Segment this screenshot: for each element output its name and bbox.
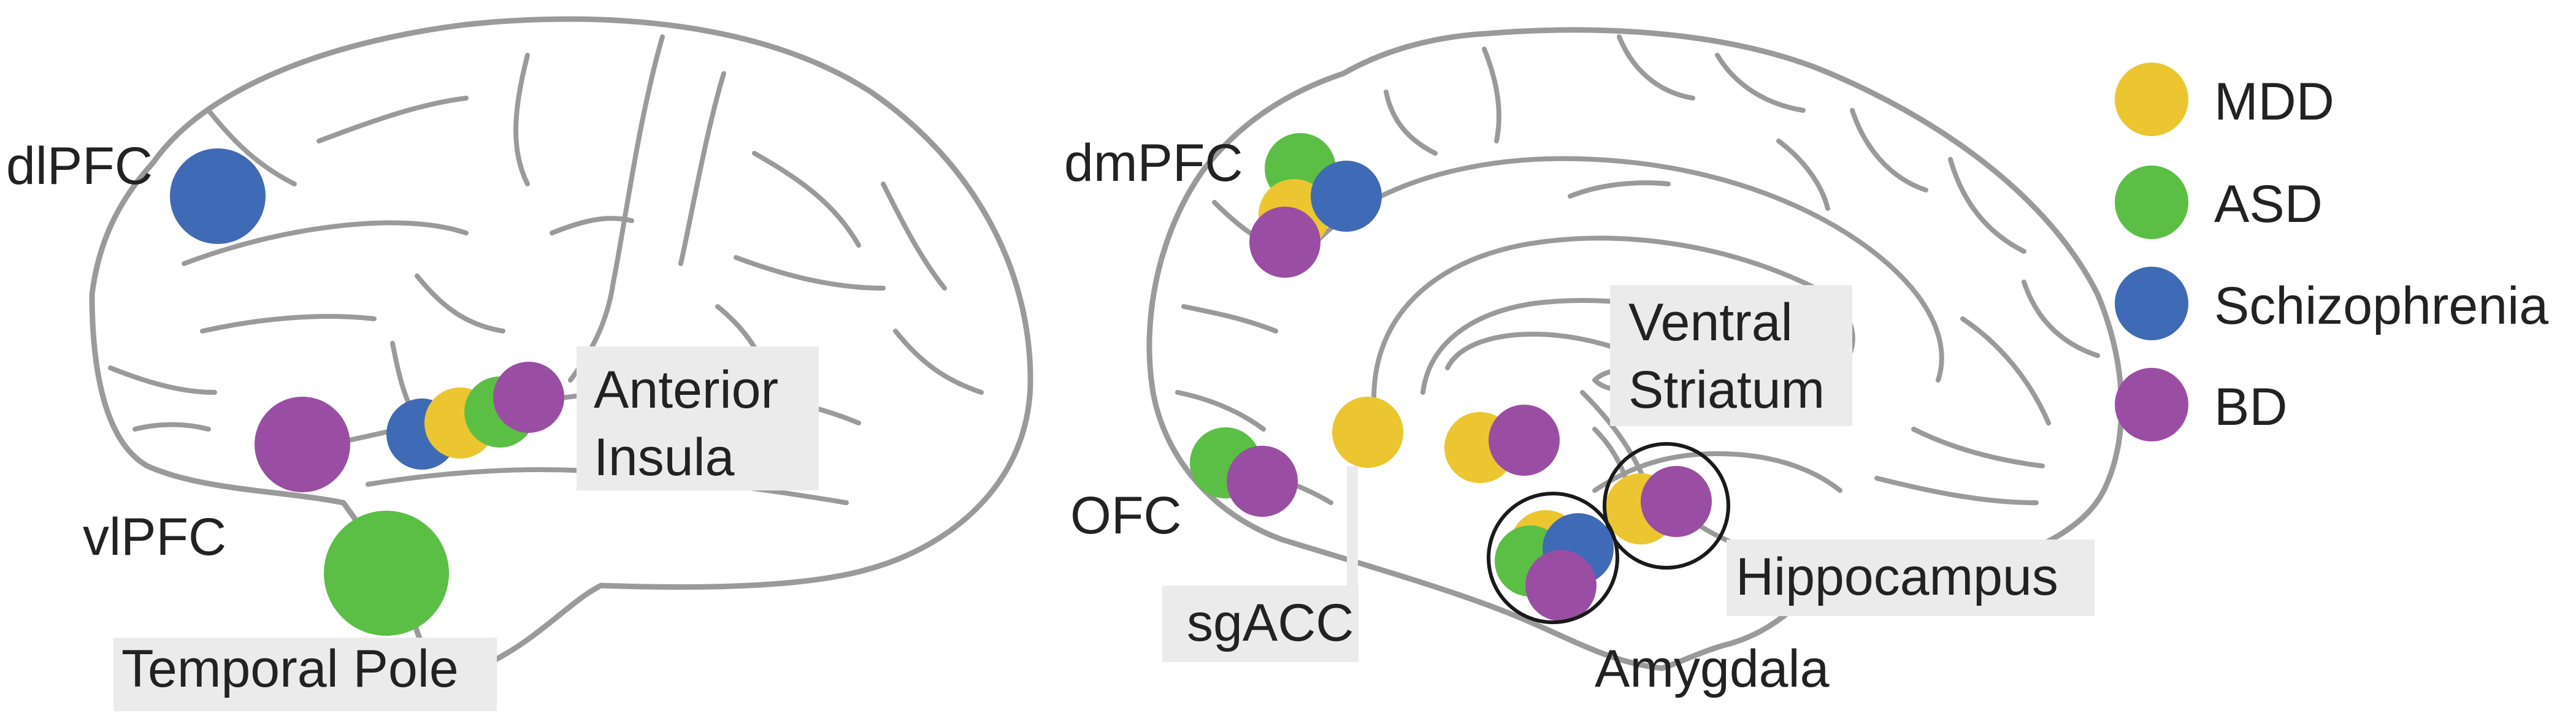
- legend-asd-label: ASD: [2214, 175, 2323, 234]
- sgacc-label-box: [1162, 586, 1359, 662]
- dlpfc-label: dlPFC: [6, 137, 153, 196]
- legend-bd-label: BD: [2214, 378, 2287, 437]
- amygdala-label: Amygdala: [1595, 639, 1830, 698]
- temporal-pole-label: Temporal Pole: [121, 639, 459, 698]
- anterior-insula-label-line1: Anterior: [594, 360, 778, 419]
- vlpfc-label: vlPFC: [83, 508, 226, 566]
- hippocampus-label: Hippocampus: [1736, 547, 2058, 606]
- ventral-striatum-label-box: [1610, 285, 1852, 426]
- ventral-striatum-label-line2: Striatum: [1628, 360, 1825, 419]
- dmpfc-bd-dot: [1249, 207, 1321, 278]
- dmpfc-schizophrenia-dot: [1311, 161, 1382, 232]
- legend-mdd-label: MDD: [2214, 72, 2334, 131]
- hippocampus-label-box: [1727, 540, 2095, 616]
- legend-mdd-swatch: [2115, 63, 2188, 136]
- temporal-pole-label-box: [113, 638, 497, 711]
- ofc-label: OFC: [1070, 486, 1182, 545]
- hippocampus-bd-dot: [1641, 466, 1712, 537]
- legend: MDD ASD Schizophrenia BD: [2115, 63, 2548, 441]
- ofc-bd-dot: [1227, 446, 1298, 517]
- anterior-insula-label-box: [577, 346, 819, 490]
- medial-brain-outline: [1146, 27, 2125, 671]
- hippocampus-ring: [1603, 442, 1730, 570]
- anterior-insula-bd-dot: [493, 362, 564, 433]
- legend-asd-swatch: [2115, 166, 2188, 239]
- dlpfc-schizophrenia-dot: [170, 148, 266, 244]
- amygdala-bd-dot: [1525, 550, 1597, 621]
- anterior-insula-label-line2: Insula: [594, 428, 735, 487]
- ventral-striatum-bd-dot: [1489, 405, 1560, 476]
- sgacc-mdd-dot: [1332, 397, 1403, 468]
- temporal-pole-asd-dot: [324, 511, 449, 636]
- dmpfc-label: dmPFC: [1064, 134, 1243, 193]
- ventral-striatum-label-line1: Ventral: [1628, 293, 1793, 352]
- legend-schizophrenia-swatch: [2115, 267, 2188, 340]
- legend-bd-swatch: [2115, 368, 2188, 441]
- amygdala-ring: [1487, 492, 1619, 624]
- lateral-brain-outline: [89, 16, 1033, 676]
- sgacc-label: sgACC: [1187, 593, 1354, 652]
- vlpfc-bd-dot: [255, 397, 350, 492]
- legend-schizophrenia-label: Schizophrenia: [2214, 277, 2548, 335]
